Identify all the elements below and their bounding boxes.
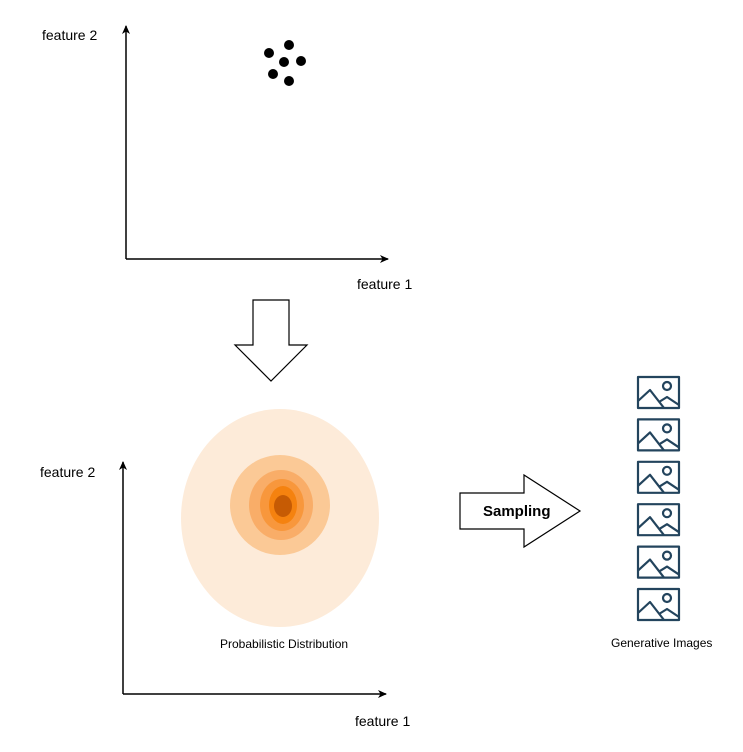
image-icon (636, 375, 681, 410)
distribution-label: Probabilistic Distribution (220, 637, 349, 651)
bottom-plot-axes (119, 461, 387, 698)
data-point (268, 69, 278, 79)
image-icon (636, 503, 681, 537)
distribution-core (274, 495, 292, 517)
top-plot-axes (122, 25, 389, 263)
down-arrow (233, 299, 309, 382)
image-icon (636, 418, 681, 452)
data-point (284, 76, 294, 86)
generative-images-stack (636, 375, 681, 622)
image-icon (636, 545, 681, 579)
data-point (284, 40, 294, 50)
top-x-axis-label: feature 1 (357, 276, 413, 292)
sampling-label: Sampling (483, 503, 551, 520)
generative-images-label: Generative Images (611, 636, 713, 650)
image-icon (636, 587, 681, 622)
data-point (264, 48, 274, 58)
bottom-x-axis-label: feature 1 (355, 713, 411, 729)
data-points-cluster (264, 40, 306, 86)
image-icon (636, 460, 681, 494)
top-y-axis-label: feature 2 (42, 27, 98, 43)
data-point (279, 57, 289, 67)
sampling-arrow (459, 473, 582, 549)
probability-distribution (181, 409, 379, 627)
data-point (296, 56, 306, 66)
bottom-y-axis-label: feature 2 (40, 464, 96, 480)
